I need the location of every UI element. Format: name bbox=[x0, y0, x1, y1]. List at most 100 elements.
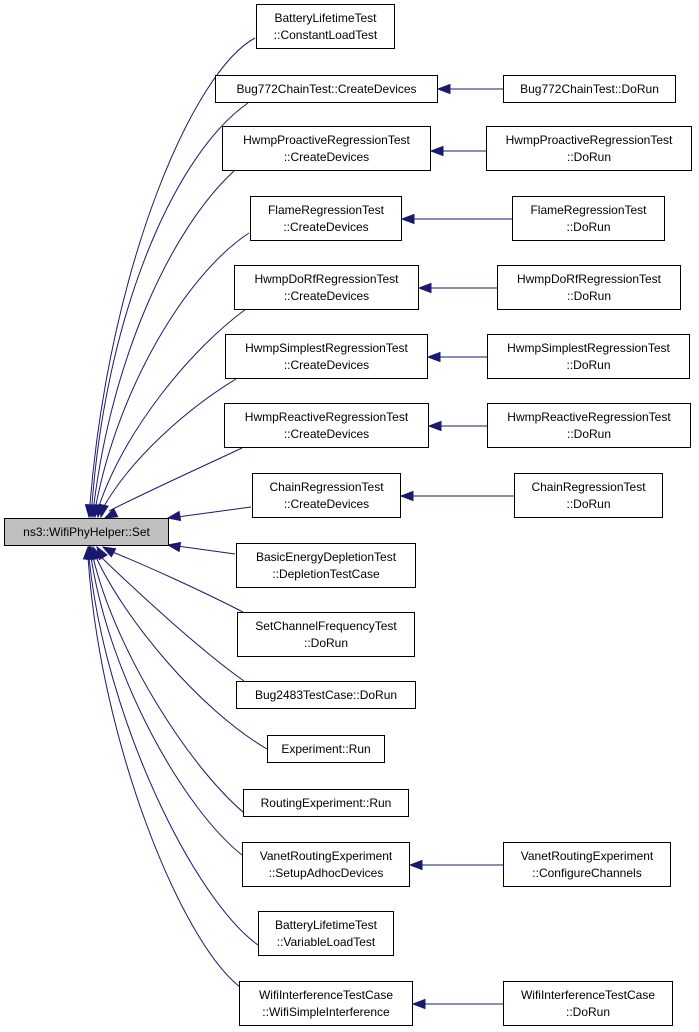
edge-to-root bbox=[95, 556, 268, 750]
node-label: ChainRegressionTest bbox=[531, 479, 646, 494]
edge-to-root bbox=[99, 555, 245, 682]
node-label: Bug772ChainTest::DoRun bbox=[520, 81, 659, 96]
node-label: VanetRoutingExperiment bbox=[259, 848, 393, 863]
node-chainregressiontest-createdevices[interactable]: ChainRegressionTest ::CreateDevices bbox=[252, 473, 401, 518]
node-label: HwmpDoRfRegressionTest bbox=[254, 271, 399, 286]
node-label: ::DoRun bbox=[566, 426, 612, 441]
edge-arrowhead bbox=[103, 507, 119, 519]
edge-to-root bbox=[109, 550, 244, 613]
node-hwmpsimplestregressiontest-dorun[interactable]: HwmpSimplestRegressionTest ::DoRun bbox=[487, 334, 690, 379]
edge-arrowhead bbox=[166, 541, 182, 553]
edge-to-root bbox=[88, 556, 259, 946]
edge-arrowhead bbox=[101, 546, 117, 558]
edge-to-root bbox=[102, 378, 237, 509]
node-flameregressiontest-dorun[interactable]: FlameRegressionTest ::DoRun bbox=[512, 196, 665, 241]
node-label: HwmpProactiveRegressionTest bbox=[505, 132, 673, 147]
node-label: VanetRoutingExperiment bbox=[520, 848, 654, 863]
node-label: ns3::WifiPhyHelper::Set bbox=[23, 524, 150, 539]
edge-arrowhead bbox=[426, 351, 441, 363]
node-label: ::SetupAdhocDevices bbox=[268, 865, 384, 880]
node-label: ::VariableLoadTest bbox=[276, 934, 376, 949]
node-vanetroutingexperiment-setupadhocdevices[interactable]: VanetRoutingExperiment ::SetupAdhocDevic… bbox=[242, 842, 410, 887]
edge-arrowhead bbox=[436, 83, 451, 95]
node-label: ::CreateDevices bbox=[283, 149, 370, 164]
node-label: ::DoRun bbox=[566, 219, 611, 234]
node-label: ::CreateDevices bbox=[283, 219, 369, 234]
edge-to-root bbox=[92, 556, 250, 818]
node-label: BatteryLifetimeTest bbox=[274, 917, 378, 932]
edge-to-root bbox=[98, 308, 247, 507]
node-bug2483testcase-dorun[interactable]: Bug2483TestCase::DoRun bbox=[236, 681, 416, 709]
node-label: WifiInterferenceTestCase bbox=[520, 987, 656, 1002]
edge-arrowhead bbox=[429, 145, 444, 157]
node-hwmpreactiveregressiontest-dorun[interactable]: HwmpReactiveRegressionTest ::DoRun bbox=[487, 403, 691, 448]
node-bug772chaintest-createdevices[interactable]: Bug772ChainTest::CreateDevices bbox=[215, 75, 438, 103]
node-label: ::WifiSimpleInterference bbox=[262, 1004, 390, 1019]
node-label: ::ConstantLoadTest bbox=[273, 27, 378, 42]
node-wifiinterferencetestcase-wifisimpleinterference[interactable]: WifiInterferenceTestCase ::WifiSimpleInt… bbox=[239, 981, 413, 1026]
node-label: Bug772ChainTest::CreateDevices bbox=[236, 81, 417, 96]
node-hwmpdorfregressiontest-createdevices[interactable]: HwmpDoRfRegressionTest ::CreateDevices bbox=[234, 265, 419, 310]
node-label: HwmpReactiveRegressionTest bbox=[244, 409, 409, 424]
node-label: ::DoRun bbox=[566, 357, 611, 372]
node-routingexperiment-run[interactable]: RoutingExperiment::Run bbox=[243, 789, 409, 817]
node-label: ::DoRun bbox=[566, 496, 611, 511]
node-hwmpsimplestregressiontest-createdevices[interactable]: HwmpSimplestRegressionTest ::CreateDevic… bbox=[225, 334, 428, 379]
node-label: HwmpSimplestRegressionTest bbox=[507, 340, 670, 355]
node-wifiinterferencetestcase-dorun[interactable]: WifiInterferenceTestCase ::DoRun bbox=[503, 981, 673, 1026]
edge-to-root bbox=[169, 544, 236, 555]
node-label: ::CreateDevices bbox=[283, 426, 370, 441]
node-label: ::ConfigureChannels bbox=[532, 865, 642, 880]
edge-arrowhead bbox=[408, 859, 423, 871]
edge-arrowhead bbox=[98, 503, 109, 519]
node-setchannelfrequencytest-dorun[interactable]: SetChannelFrequencyTest ::DoRun bbox=[237, 612, 415, 657]
node-label: ::DoRun bbox=[566, 288, 612, 303]
edge-arrowhead bbox=[417, 282, 432, 294]
node-hwmpreactiveregressiontest-createdevices[interactable]: HwmpReactiveRegressionTest ::CreateDevic… bbox=[224, 403, 429, 448]
node-bug772chaintest-dorun[interactable]: Bug772ChainTest::DoRun bbox=[503, 75, 676, 103]
node-label: SetChannelFrequencyTest bbox=[255, 618, 397, 633]
node-label: FlameRegressionTest bbox=[530, 202, 647, 217]
node-label: ::DoRun bbox=[303, 635, 349, 650]
node-label: ::CreateDevices bbox=[283, 496, 370, 511]
node-basicenergydepletiontest-depletiontestcase[interactable]: BasicEnergyDepletionTest ::DepletionTest… bbox=[236, 543, 416, 588]
edge-to-root bbox=[95, 232, 250, 506]
edge-arrowhead bbox=[166, 510, 182, 522]
node-hwmpproactiveregressiontest-createdevices[interactable]: HwmpProactiveRegressionTest ::CreateDevi… bbox=[222, 126, 431, 171]
edge-to-root bbox=[90, 556, 243, 856]
edge-arrowhead bbox=[82, 545, 94, 560]
node-experiment-run[interactable]: Experiment::Run bbox=[267, 735, 385, 763]
node-label: WifiInterferenceTestCase bbox=[258, 987, 394, 1002]
edge-to-root bbox=[169, 506, 252, 519]
node-chainregressiontest-dorun[interactable]: ChainRegressionTest ::DoRun bbox=[514, 473, 663, 518]
node-label: ::CreateDevices bbox=[283, 357, 370, 372]
edge-to-root bbox=[93, 170, 235, 505]
node-label: Experiment::Run bbox=[281, 741, 371, 756]
node-hwmpproactiveregressiontest-dorun[interactable]: HwmpProactiveRegressionTest ::DoRun bbox=[486, 126, 692, 171]
node-vanetroutingexperiment-configurechannels[interactable]: VanetRoutingExperiment ::ConfigureChanne… bbox=[503, 842, 671, 887]
node-label: HwmpProactiveRegressionTest bbox=[243, 132, 410, 147]
node-label: BatteryLifetimeTest bbox=[274, 10, 377, 25]
edge-to-root bbox=[108, 447, 243, 512]
node-label: ::DoRun bbox=[566, 149, 612, 164]
node-hwmpdorfregressiontest-dorun[interactable]: HwmpDoRfRegressionTest ::DoRun bbox=[497, 265, 681, 310]
node-label: ::CreateDevices bbox=[283, 288, 370, 303]
node-batterylifetimetest-constantloadtest[interactable]: BatteryLifetimeTest ::ConstantLoadTest bbox=[256, 4, 395, 49]
edge-to-root bbox=[87, 556, 241, 988]
node-flameregressiontest-createdevices[interactable]: FlameRegressionTest ::CreateDevices bbox=[250, 196, 402, 241]
node-label: HwmpSimplestRegressionTest bbox=[245, 340, 408, 355]
edge-arrowhead bbox=[400, 213, 415, 225]
node-label: FlameRegressionTest bbox=[267, 202, 385, 217]
node-label: ChainRegressionTest bbox=[269, 479, 384, 494]
edge-to-root bbox=[89, 37, 256, 505]
node-label: BasicEnergyDepletionTest bbox=[255, 549, 397, 564]
node-batterylifetimetest-variableloadtest[interactable]: BatteryLifetimeTest ::VariableLoadTest bbox=[258, 911, 394, 956]
edge-arrowhead bbox=[399, 490, 414, 502]
node-label: Bug2483TestCase::DoRun bbox=[254, 687, 398, 702]
node-label: HwmpDoRfRegressionTest bbox=[516, 271, 662, 286]
root-node-wifiphyhelper-set: ns3::WifiPhyHelper::Set bbox=[4, 518, 169, 546]
edge-arrowhead bbox=[427, 420, 442, 432]
edge-arrowhead bbox=[411, 998, 426, 1010]
node-label: RoutingExperiment::Run bbox=[260, 795, 392, 810]
